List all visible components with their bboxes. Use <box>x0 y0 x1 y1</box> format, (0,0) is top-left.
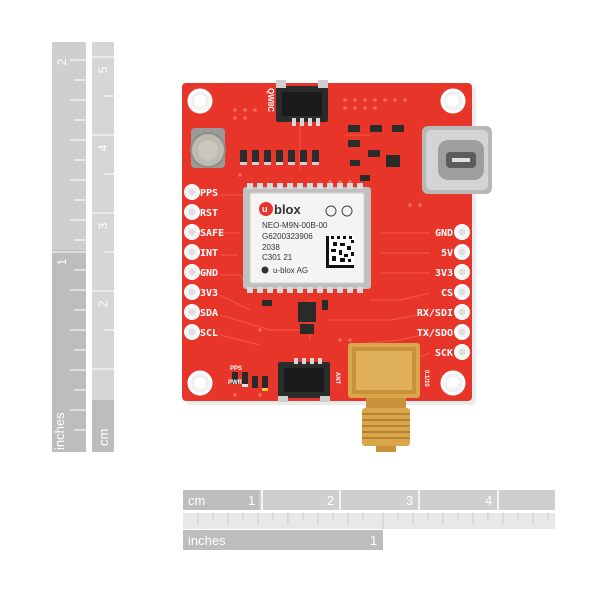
left-pin-0: PPS <box>184 184 218 200</box>
left-pin-label: SCL <box>200 328 218 339</box>
left-pin-2: SAFE <box>184 224 224 240</box>
pin1-dot-icon <box>261 266 269 274</box>
right-pin-2: 3V3 <box>435 264 470 280</box>
right-pin-6: SCK <box>435 344 470 360</box>
horizontal-ruler: cm 1 2 3 4 inches 1 <box>183 490 555 550</box>
qwiic-silk-top: QWIIC <box>266 88 275 112</box>
right-pin-4: RX/SDI <box>417 304 470 320</box>
rohs-mark-icon <box>341 205 353 217</box>
ruler-inch-tick-2: 2 <box>55 58 69 65</box>
right-pin-label: TX/SDO <box>417 328 453 339</box>
left-pin-label: RST <box>200 208 218 219</box>
backup-battery <box>190 128 226 168</box>
left-pin-7: SCL <box>184 324 218 340</box>
left-pin-label: SAFE <box>200 228 224 239</box>
gps-breakout-board: QWIIC <box>182 80 492 452</box>
module-lot-code: C301 21 <box>262 253 293 262</box>
module-brand: blox <box>274 202 301 217</box>
vertical-ruler: 2 1 5 4 3 2 inches cm <box>52 42 114 452</box>
ruler-h-inch-tick-1: 1 <box>370 533 377 548</box>
left-pin-label: 3V3 <box>200 288 218 299</box>
cutout-label: 0.1/10 <box>423 370 429 387</box>
passive-components-top <box>240 125 404 181</box>
ant-label: ANT <box>334 372 340 385</box>
ruler-inches-label: inches <box>52 412 67 450</box>
module-maker: u-blox AG <box>273 266 308 275</box>
left-pin-label: INT <box>200 248 218 259</box>
module-date-code: 2038 <box>262 243 280 252</box>
qwiic-connector-top: QWIIC <box>266 80 328 126</box>
passive-components-bottom <box>232 300 328 391</box>
datamatrix-code-icon <box>326 236 354 268</box>
svg-text:u: u <box>262 204 268 214</box>
ruler-h-cm-tick-1: 1 <box>248 493 255 508</box>
right-pin-label: SCK <box>435 348 453 359</box>
sma-antenna-connector <box>348 343 420 452</box>
right-pin-5: TX/SDO <box>417 324 470 340</box>
left-pin-3: INT <box>184 244 218 260</box>
ruler-h-cm-tick-3: 3 <box>406 493 413 508</box>
right-pin-label: CS <box>441 288 453 299</box>
ruler-h-cm-tick-2: 2 <box>327 493 334 508</box>
qwiic-connector-bottom <box>278 358 330 402</box>
right-pin-3: CS <box>441 284 470 300</box>
pwr-led-label: PWR <box>228 380 243 386</box>
ruler-cm-tick-3: 3 <box>96 222 110 229</box>
ruler-cm-tick-4: 4 <box>96 144 110 151</box>
gps-module: u blox NEO-M9N-00B-00 G6200323906 2038 C… <box>243 183 371 293</box>
ruler-cm-tick-5: 5 <box>96 66 110 73</box>
ruler-cm-tick-2: 2 <box>96 300 110 307</box>
ruler-h-cm-tick-4: 4 <box>485 493 492 508</box>
ruler-h-cm-label: cm <box>188 493 205 508</box>
left-pin-label: GND <box>200 268 218 279</box>
right-pin-0: GND <box>435 224 470 240</box>
mounting-holes <box>187 88 466 396</box>
left-pin-6: SDA <box>184 304 218 320</box>
left-pin-label: SDA <box>200 308 218 319</box>
left-pin-label: PPS <box>200 188 218 199</box>
ruler-inch-tick-1: 1 <box>55 258 69 265</box>
right-pin-label: 5V <box>441 248 453 259</box>
usb-c-connector <box>422 126 492 194</box>
right-pin-label: 3V3 <box>435 268 453 279</box>
right-pin-label: RX/SDI <box>417 308 453 319</box>
ruler-cm-label: cm <box>96 429 111 446</box>
left-pin-1: RST <box>184 204 218 220</box>
module-part-number: NEO-M9N-00B-00 <box>262 221 328 230</box>
right-pin-1: 5V <box>441 244 470 260</box>
pps-led-label: PPS <box>230 366 242 372</box>
ublox-logo-icon <box>259 202 273 216</box>
right-pin-label: GND <box>435 228 453 239</box>
left-pin-5: 3V3 <box>184 284 218 300</box>
ce-mark-icon <box>325 205 337 217</box>
ruler-h-inches-label: inches <box>188 533 226 548</box>
module-serial: G6200323906 <box>262 232 313 241</box>
left-pin-4: GND <box>184 264 218 280</box>
